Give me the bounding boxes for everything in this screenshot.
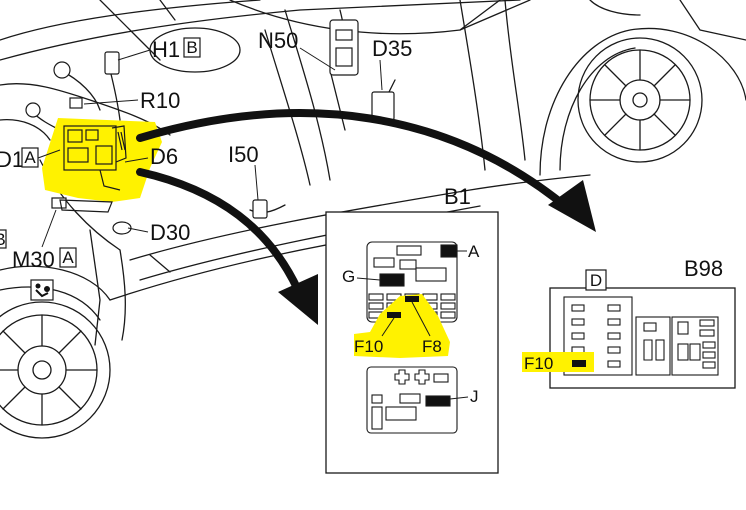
label-i50: I50 <box>228 142 259 167</box>
svg-text:A: A <box>24 148 36 167</box>
label-h1-box: B <box>183 37 201 58</box>
b98-box-d: D <box>585 269 607 291</box>
label-d1: D1 <box>0 147 24 172</box>
b1-label-f10: F10 <box>354 337 383 356</box>
b1-label-g: G <box>342 267 355 286</box>
label-d1-box: A <box>21 147 39 168</box>
arrow-to-b98 <box>136 109 596 232</box>
label-d30: D30 <box>150 220 190 245</box>
connector-m30 <box>51 197 67 209</box>
b1-slot-g <box>379 273 405 287</box>
svg-text:B: B <box>186 38 197 57</box>
leader-lines <box>37 47 383 248</box>
label-n50: N50 <box>258 28 298 53</box>
label-m30-box: A <box>59 247 77 268</box>
b1-slot-j <box>425 395 451 407</box>
car-fusebox <box>59 125 127 213</box>
b1-label-a: A <box>468 242 480 261</box>
svg-text:D: D <box>590 271 602 290</box>
label-left-edge-box: B <box>0 229 7 249</box>
inset-b1-title: B1 <box>444 184 471 209</box>
car-body-drawing <box>0 0 746 439</box>
b1-fuse-highlight <box>354 294 450 358</box>
car-components <box>25 19 395 235</box>
grommet-lower <box>25 102 41 118</box>
airbag-warning-icon <box>30 279 54 301</box>
inset-b98-title: B98 <box>684 256 723 281</box>
b1-fusebox-lower <box>366 366 458 434</box>
connector-r10 <box>69 97 83 109</box>
svg-text:B: B <box>0 230 6 249</box>
grommet-left <box>53 61 71 79</box>
b1-label-j: J <box>470 387 479 406</box>
b1-label-f8: F8 <box>422 337 442 356</box>
label-m30: M30 <box>12 247 55 272</box>
b1-fuse-leaders <box>381 301 431 337</box>
inset-b98: B98 D <box>522 256 736 389</box>
label-r10: R10 <box>140 88 180 113</box>
svg-text:A: A <box>62 248 74 267</box>
fusebox-location-highlight <box>42 118 162 202</box>
b1-slot-a <box>440 244 458 258</box>
inset-b1: B1 <box>325 184 499 474</box>
b1-slot-f10 <box>387 312 401 318</box>
connector-d30 <box>112 221 132 235</box>
b1-slot-f8 <box>405 296 419 302</box>
b98-slot-f10 <box>572 360 586 367</box>
label-h1: H1 <box>152 37 180 62</box>
connector-h1 <box>104 51 120 75</box>
arrow-to-b1 <box>136 168 318 325</box>
label-d35: D35 <box>372 36 412 61</box>
sensor-i50 <box>252 199 268 219</box>
label-d6: D6 <box>150 144 178 169</box>
b98-label-f10: F10 <box>524 354 553 373</box>
